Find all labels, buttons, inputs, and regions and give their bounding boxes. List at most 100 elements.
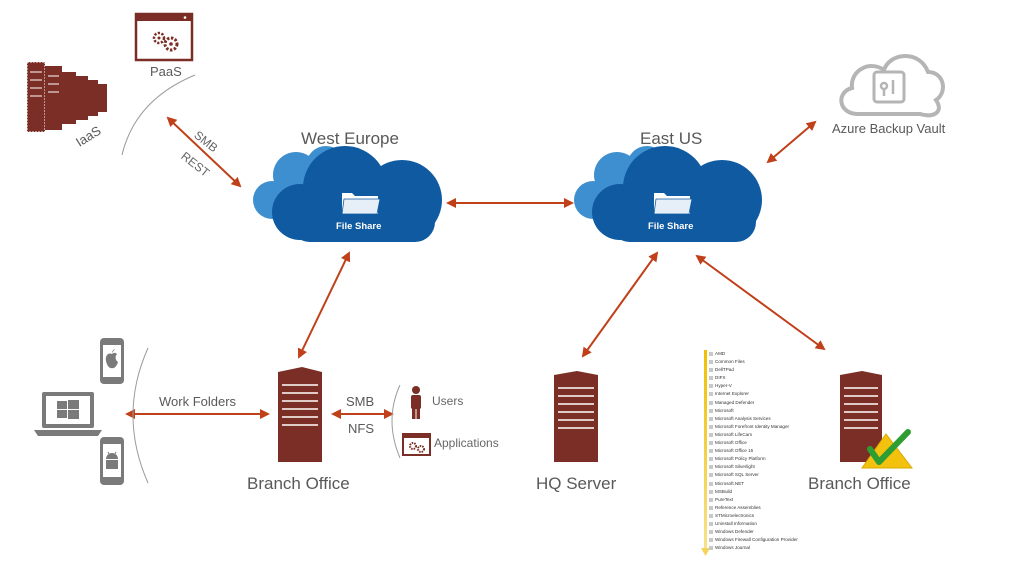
paas-label: PaaS [150,64,182,79]
connection-arrows [125,116,826,419]
folder-tree-item-label: Reference Assemblies [715,504,761,510]
cloud-services-arc [121,74,196,156]
folder-tree-item-label: Common Files [715,359,745,365]
folder-icon [709,360,713,365]
folder-tree-item: Microsoft Forefront Identity Manager [700,423,830,431]
smb-label-branch: SMB [346,394,375,409]
folder-icon [709,473,713,478]
arrow-east-backup [766,120,817,164]
folder-tree-item: Windows Journal [700,544,830,552]
folder-tree-item-label: Microsoft.NET [715,480,745,486]
folder-tree-item-label: STMicroelectronics [715,512,755,518]
backup-vault-label: Azure Backup Vault [832,121,946,136]
folder-tree-item: Common Files [700,358,830,366]
folder-tree-item-label: Windows Journal [715,545,750,551]
folder-icon [709,497,713,502]
folder-tree-item: Reference Assemblies [700,504,830,512]
hq-server-icon [554,371,598,462]
devices-arc [132,347,149,484]
folder-tree-item-label: Windows Firewall Configuration Provider [715,537,798,543]
sync-check-icon [861,429,914,469]
branch-right-server-icon [840,371,882,462]
folder-tree-line [704,350,707,550]
iaas-servers-icon [26,61,107,133]
folder-tree-item-label: PureText [715,496,734,502]
folder-tree-item: Microsoft Office [700,439,830,447]
arrow-east-hq [581,251,659,358]
folder-tree-item-label: Microsoft LifeCam [715,431,753,437]
folder-tree-item-label: Microsoft Analysis Services [715,415,771,421]
folder-tree-item: Windows Firewall Configuration Provider [700,536,830,544]
folder-tree-item-label: Microsoft [715,407,734,413]
folder-icon [709,489,713,494]
folder-tree-item-label: Microsoft Office [715,440,747,446]
branch-left-server-icon [278,367,322,462]
folder-tree-item: Microsoft Analysis Services [700,415,830,423]
folder-tree-item-label: Managed Defender [715,399,755,405]
folder-icon [709,416,713,421]
folder-icon [709,408,713,413]
folder-icon [709,352,713,356]
work-folders-label: Work Folders [159,394,237,409]
folder-tree-item: STMicroelectronics [700,512,830,520]
folder-tree-item-label: MSBuild [715,488,733,494]
windows-laptop-icon [34,392,102,436]
folder-tree-item-label: Uninstall Information [715,520,757,526]
backup-vault-cloud-icon [839,54,945,118]
folder-tree-item-label: Internet Explorer [715,391,749,397]
folder-tree-item-label: Windows Defender [715,529,754,535]
users-label: Users [432,394,464,408]
folder-icon [709,432,713,437]
arrow-paas-west [166,116,242,188]
hq-server-label: HQ Server [536,474,617,493]
folder-tree-item: Microsoft LifeCam [700,431,830,439]
folder-icon [709,457,713,462]
folder-tree-item-label: Microsoft Forefront Identity Manager [715,423,790,429]
folder-tree-item-label: Microsoft Office 15 [715,448,754,454]
folder-icon [709,392,713,397]
folder-icon [709,505,713,510]
folder-icon [709,546,713,551]
folder-tree-item: Microsoft Office 15 [700,447,830,455]
folder-tree-item-label: DIFX [715,375,726,381]
arrow-west-branch [297,251,351,359]
folder-tree-item-label: Microsoft SQL Server [715,472,759,478]
folder-tree-item-label: Hyper-V [715,383,732,389]
folder-icon [709,481,713,486]
folder-icon [709,465,713,470]
users-icon [411,386,421,419]
folder-tree-item-label: Microsoft Policy Platform [715,456,766,462]
folder-tree-item-label: Microsoft Silverlight [715,464,755,470]
branch-office-left-label: Branch Office [247,474,350,493]
applications-label: Applications [434,436,499,450]
applications-icon [402,433,431,456]
folder-icon [709,368,713,373]
west-europe-title: West Europe [301,129,399,148]
folder-icon [709,449,713,454]
folder-tree-item: Managed Defender [700,399,830,407]
folder-tree-item-label: DellTPad [715,367,734,373]
folder-tree-item: DIFX [700,374,830,382]
folder-tree-item: Microsoft [700,407,830,415]
east-cloud-icon [574,146,762,242]
folder-tree-item-label: AMD [715,351,726,356]
folder-icon [709,530,713,535]
folder-icon [709,521,713,526]
nfs-label: NFS [348,421,374,436]
folder-tree-item: PureText [700,496,830,504]
east-file-share-label: File Share [648,221,694,232]
folder-tree-item: Windows Defender [700,528,830,536]
east-us-title: East US [640,129,703,148]
folder-tree-item: Uninstall Information [700,520,830,528]
folder-tree-item: Microsoft Policy Platform [700,455,830,463]
iphone-icon [100,338,124,384]
folder-icon [709,513,713,518]
folder-tree-item: Hyper-V [700,382,830,390]
branch-office-right-label: Branch Office [808,474,911,493]
folder-icon [709,384,713,389]
folder-icon [709,424,713,429]
folder-icon [709,538,713,543]
west-cloud-icon [253,146,442,242]
